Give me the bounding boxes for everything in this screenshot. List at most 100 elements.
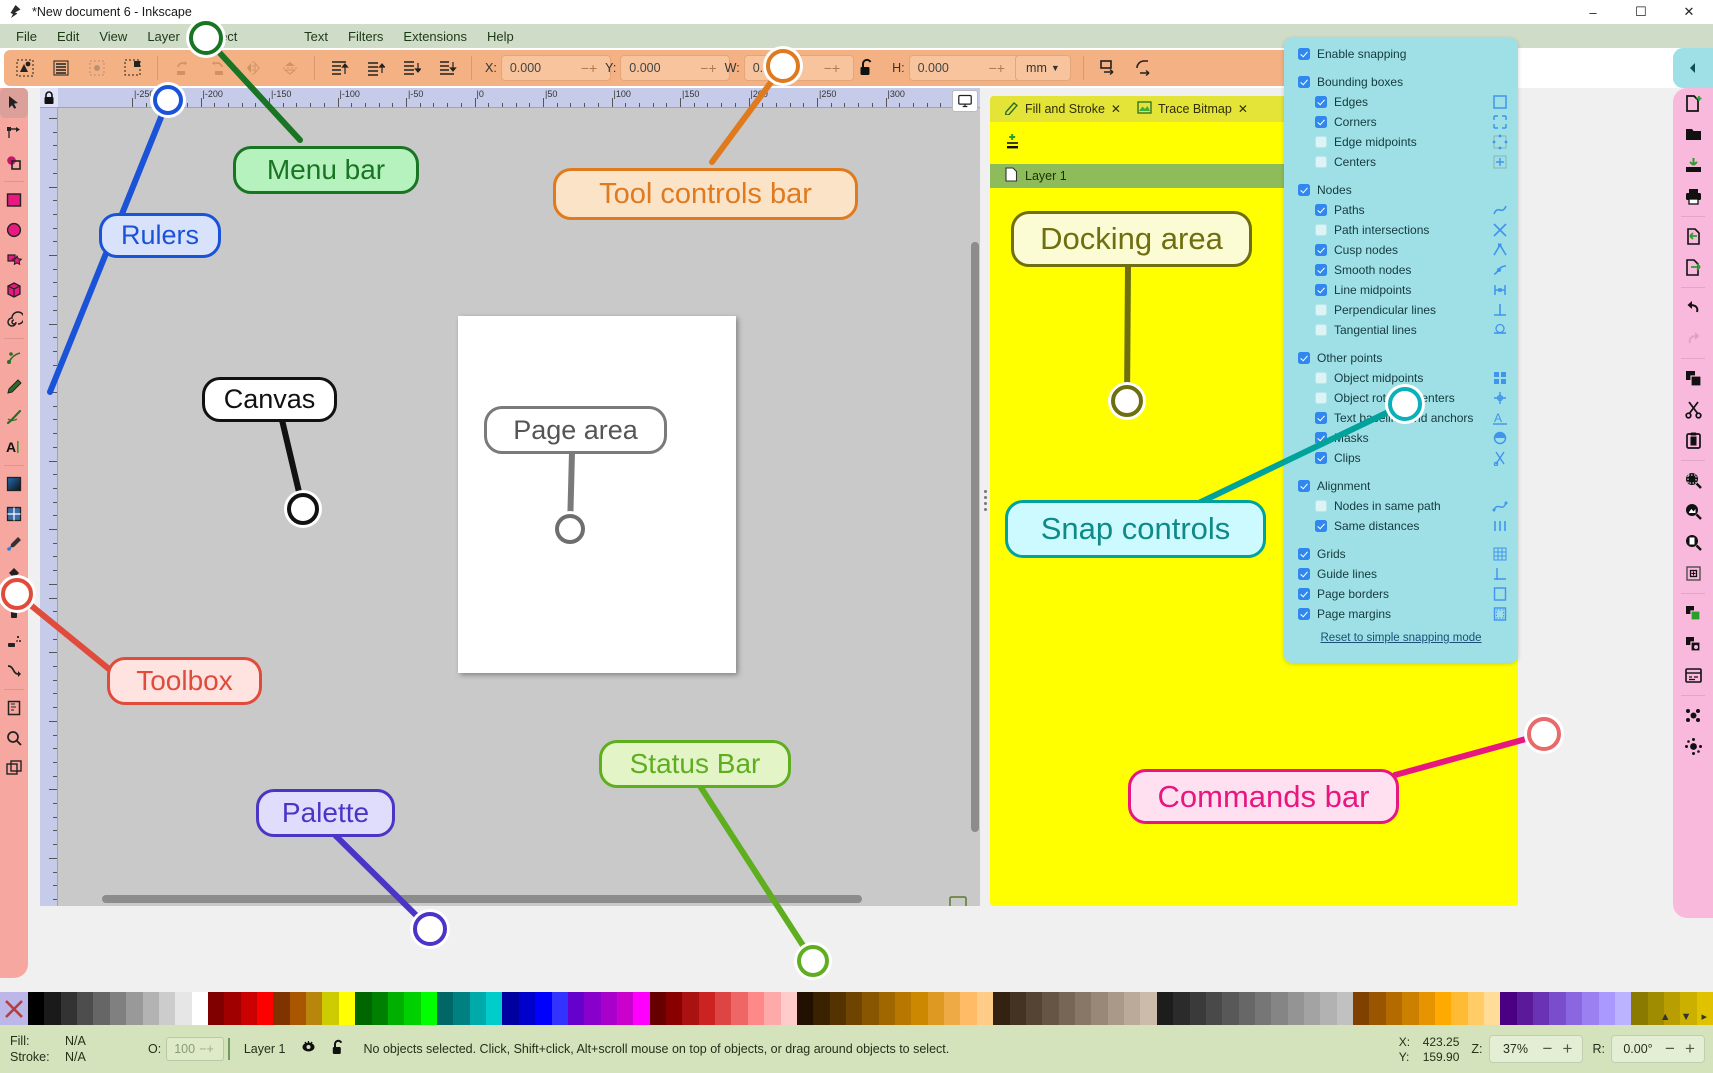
palette-swatch[interactable] xyxy=(616,992,634,1025)
checkbox[interactable] xyxy=(1298,588,1310,600)
select-all-icon[interactable] xyxy=(8,53,42,83)
palette-swatch[interactable] xyxy=(207,992,225,1025)
snap-option-masks[interactable]: Masks xyxy=(1284,428,1518,448)
snap-option-line-midpoints[interactable]: Line midpoints xyxy=(1284,280,1518,300)
snap-option-object-midpoints[interactable]: Object midpoints xyxy=(1284,368,1518,388)
checkbox[interactable] xyxy=(1315,372,1327,384)
palette-swatch[interactable] xyxy=(1385,992,1403,1025)
canvas-top-display-icon[interactable] xyxy=(952,90,978,112)
palette-swatch[interactable] xyxy=(878,992,896,1025)
palette-swatch[interactable] xyxy=(1663,992,1681,1025)
palette-swatch[interactable] xyxy=(1009,992,1026,1025)
snap-option-grids[interactable]: Grids xyxy=(1284,544,1518,564)
palette-swatch[interactable] xyxy=(322,992,339,1025)
rotate-cw-button[interactable]: + xyxy=(1685,1039,1695,1058)
palette-swatch[interactable] xyxy=(1614,992,1632,1025)
palette-swatch[interactable] xyxy=(1156,992,1174,1025)
checkbox[interactable] xyxy=(1315,392,1327,404)
snap-option-same-distances[interactable]: Same distances xyxy=(1284,516,1518,536)
palette-swatch[interactable] xyxy=(1287,992,1305,1025)
palette-swatch[interactable] xyxy=(469,992,487,1025)
palette-swatch[interactable] xyxy=(1140,992,1157,1025)
palette-swatch[interactable] xyxy=(142,992,159,1025)
checkbox[interactable] xyxy=(1315,136,1327,148)
lower-icon[interactable] xyxy=(394,53,428,83)
snap-option-smooth-nodes[interactable]: Smooth nodes xyxy=(1284,260,1518,280)
checkbox[interactable] xyxy=(1298,480,1310,492)
palette-swatch[interactable] xyxy=(551,992,568,1025)
palette-swatch[interactable] xyxy=(224,992,241,1025)
palette-swatch[interactable] xyxy=(567,992,585,1025)
snap-option-edge-midpoints[interactable]: Edge midpoints xyxy=(1284,132,1518,152)
palette-swatch[interactable] xyxy=(649,992,667,1025)
checkbox[interactable] xyxy=(1298,184,1310,196)
palette-swatch[interactable] xyxy=(355,992,372,1025)
redo-icon[interactable] xyxy=(1673,323,1713,354)
snap-option-guide-lines[interactable]: Guide lines xyxy=(1284,564,1518,584)
reset-snapping-link[interactable]: Reset to simple snapping mode xyxy=(1320,632,1482,644)
drawing-canvas[interactable] xyxy=(58,108,980,906)
palette-swatch[interactable] xyxy=(1631,992,1648,1025)
palette-swatch[interactable] xyxy=(1483,992,1501,1025)
snap-option-paths[interactable]: Paths xyxy=(1284,200,1518,220)
palette-swatch[interactable] xyxy=(93,992,110,1025)
snap-option-edges[interactable]: Edges xyxy=(1284,92,1518,112)
palette-swatch[interactable] xyxy=(780,992,797,1025)
cut-icon[interactable] xyxy=(1673,394,1713,425)
rectangle-tool[interactable] xyxy=(0,185,28,215)
snap-option-cusp-nodes[interactable]: Cusp nodes xyxy=(1284,240,1518,260)
zoom-fit-icon[interactable] xyxy=(1673,558,1713,589)
rotate-ccw-button[interactable]: − xyxy=(1665,1039,1675,1058)
palette-swatch[interactable] xyxy=(387,992,405,1025)
connector-tool[interactable] xyxy=(0,656,28,686)
close-button[interactable]: ✕ xyxy=(1683,4,1695,19)
duplicate-icon[interactable] xyxy=(1673,363,1713,394)
palette-swatch[interactable] xyxy=(1418,992,1435,1025)
palette-swatch[interactable] xyxy=(1598,992,1615,1025)
zoom-tool[interactable] xyxy=(0,723,28,753)
palette-swatch[interactable] xyxy=(1107,992,1125,1025)
menu-item-view[interactable]: View xyxy=(99,28,128,44)
snap-option-text-baseline-and-anchors[interactable]: Text baseline and anchors A xyxy=(1284,408,1518,428)
select-all-layers-icon[interactable] xyxy=(44,53,78,83)
palette-swatches[interactable] xyxy=(28,992,1713,1025)
snap-option-centers[interactable]: Centers xyxy=(1284,152,1518,172)
checkbox[interactable] xyxy=(1315,304,1327,316)
checkbox[interactable] xyxy=(1315,412,1327,424)
palette-swatch[interactable] xyxy=(1549,992,1566,1025)
snap-option-path-intersections[interactable]: Path intersections xyxy=(1284,220,1518,240)
star-tool[interactable] xyxy=(0,245,28,275)
h-stepper[interactable]: −+ xyxy=(988,60,1005,76)
lock-open-icon[interactable] xyxy=(850,53,884,83)
flip-horizontal-icon[interactable] xyxy=(237,53,271,83)
pencil-tool[interactable] xyxy=(0,342,28,372)
calligraphy-tool[interactable] xyxy=(0,402,28,432)
gradient-tool[interactable] xyxy=(0,469,28,499)
checkbox[interactable] xyxy=(1315,156,1327,168)
checkbox[interactable] xyxy=(1315,284,1327,296)
checkbox[interactable] xyxy=(1315,264,1327,276)
ungroup-icon[interactable] xyxy=(1673,629,1713,660)
palette-swatch[interactable] xyxy=(715,992,732,1025)
palette-swatch[interactable] xyxy=(1075,992,1092,1025)
spiral-tool[interactable] xyxy=(0,305,28,335)
snap-group-bounding-boxes[interactable]: Bounding boxes xyxy=(1284,72,1518,92)
palette-swatch[interactable] xyxy=(1124,992,1141,1025)
checkbox[interactable] xyxy=(1315,96,1327,108)
raise-icon[interactable] xyxy=(358,53,392,83)
layer-lock-open-icon[interactable] xyxy=(331,1039,346,1059)
x-input[interactable]: 0.000 xyxy=(500,55,611,81)
palette-swatch[interactable] xyxy=(1353,992,1370,1025)
palette-swatch[interactable] xyxy=(1680,992,1697,1025)
ellipse-tool[interactable] xyxy=(0,215,28,245)
palette-swatch[interactable] xyxy=(44,992,61,1025)
palette-swatch[interactable] xyxy=(1451,992,1468,1025)
print-icon[interactable] xyxy=(1673,181,1713,212)
palette-swatch[interactable] xyxy=(1189,992,1206,1025)
rotate-control[interactable]: 0.00° − + xyxy=(1611,1035,1705,1063)
lower-to-bottom-icon[interactable] xyxy=(430,53,464,83)
palette-swatch[interactable] xyxy=(306,992,323,1025)
palette-swatch[interactable] xyxy=(1516,992,1534,1025)
vertical-ruler[interactable] xyxy=(40,108,58,906)
zoom-control[interactable]: 37% − + xyxy=(1488,1035,1583,1063)
